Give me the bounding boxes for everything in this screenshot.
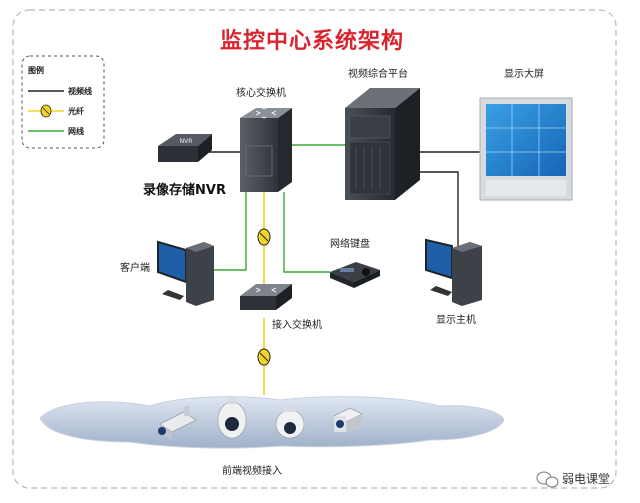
link-core-keyboard — [283, 192, 330, 273]
link-platform-host — [418, 171, 459, 250]
fiber-coil-icon — [257, 228, 271, 246]
watermark-text: 弱电课堂 — [562, 472, 610, 486]
nvr-label: 录像存储NVR — [143, 182, 226, 198]
network-keyboard-device — [330, 262, 380, 288]
legend-network-line-label: 网线 — [68, 126, 84, 136]
frontend-label: 前端视频接入 — [222, 464, 282, 477]
client-workstation-device — [157, 240, 214, 306]
network-keyboard-label: 网络键盘 — [330, 237, 370, 250]
display-host-device — [425, 238, 482, 306]
bullet-camera-icon — [158, 406, 197, 440]
watermark: 弱电课堂 — [536, 471, 610, 488]
link-core-client — [214, 192, 247, 271]
legend: 图例 视频线 光纤 网线 — [21, 55, 105, 149]
wechat-icon — [536, 471, 559, 488]
box-camera-icon — [333, 407, 363, 432]
connections — [205, 144, 480, 395]
fiber-coil-icon — [257, 348, 271, 366]
video-platform-label: 视频综合平台 — [348, 67, 408, 80]
dome-camera-icon — [275, 406, 305, 439]
diagram-title: 监控中心系统架构 — [220, 28, 404, 54]
nvr-device: NVR — [158, 134, 212, 162]
client-label: 客户端 — [120, 261, 150, 274]
legend-video-line-label: 视频线 — [68, 86, 92, 96]
dome-camera-icon — [217, 398, 247, 439]
legend-heading: 图例 — [28, 65, 44, 75]
display-wall-device — [479, 97, 573, 201]
display-wall-label: 显示大屏 — [504, 67, 544, 80]
video-platform-device — [345, 88, 420, 200]
access-switch-device — [240, 284, 292, 310]
access-switch-label: 接入交换机 — [272, 318, 322, 331]
core-switch-device — [240, 107, 292, 192]
frontend-cloud — [39, 396, 505, 449]
core-switch-label: 核心交换机 — [236, 86, 286, 99]
legend-fiber-label: 光纤 — [67, 106, 84, 116]
diagram-border — [12, 9, 617, 489]
display-host-label: 显示主机 — [436, 313, 476, 326]
nvr-badge: NVR — [180, 138, 193, 145]
